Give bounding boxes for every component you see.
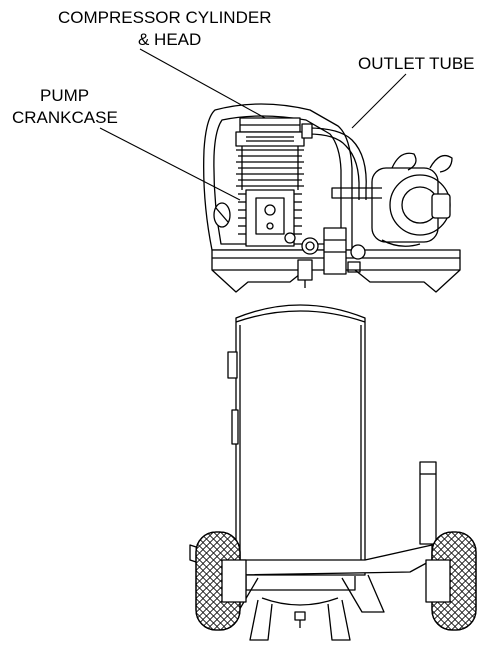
outlet-tube-label: OUTLET TUBE bbox=[358, 54, 475, 73]
cylinder-head bbox=[235, 117, 305, 147]
callout-leaders bbox=[99, 48, 407, 201]
crankcase-label: CRANKCASE bbox=[12, 108, 118, 127]
compressor-head-label: & HEAD bbox=[138, 30, 202, 49]
cooling-fins bbox=[236, 146, 304, 190]
regulator-assembly bbox=[284, 227, 366, 288]
pump-label: PUMP bbox=[40, 86, 90, 105]
motor bbox=[331, 152, 453, 247]
compressor-cylinder-label: COMPRESSOR CYLINDER bbox=[58, 8, 272, 27]
outlet-tube bbox=[301, 123, 367, 200]
left-wheel bbox=[195, 531, 247, 631]
tank bbox=[227, 304, 437, 576]
right-wheel bbox=[425, 531, 477, 631]
